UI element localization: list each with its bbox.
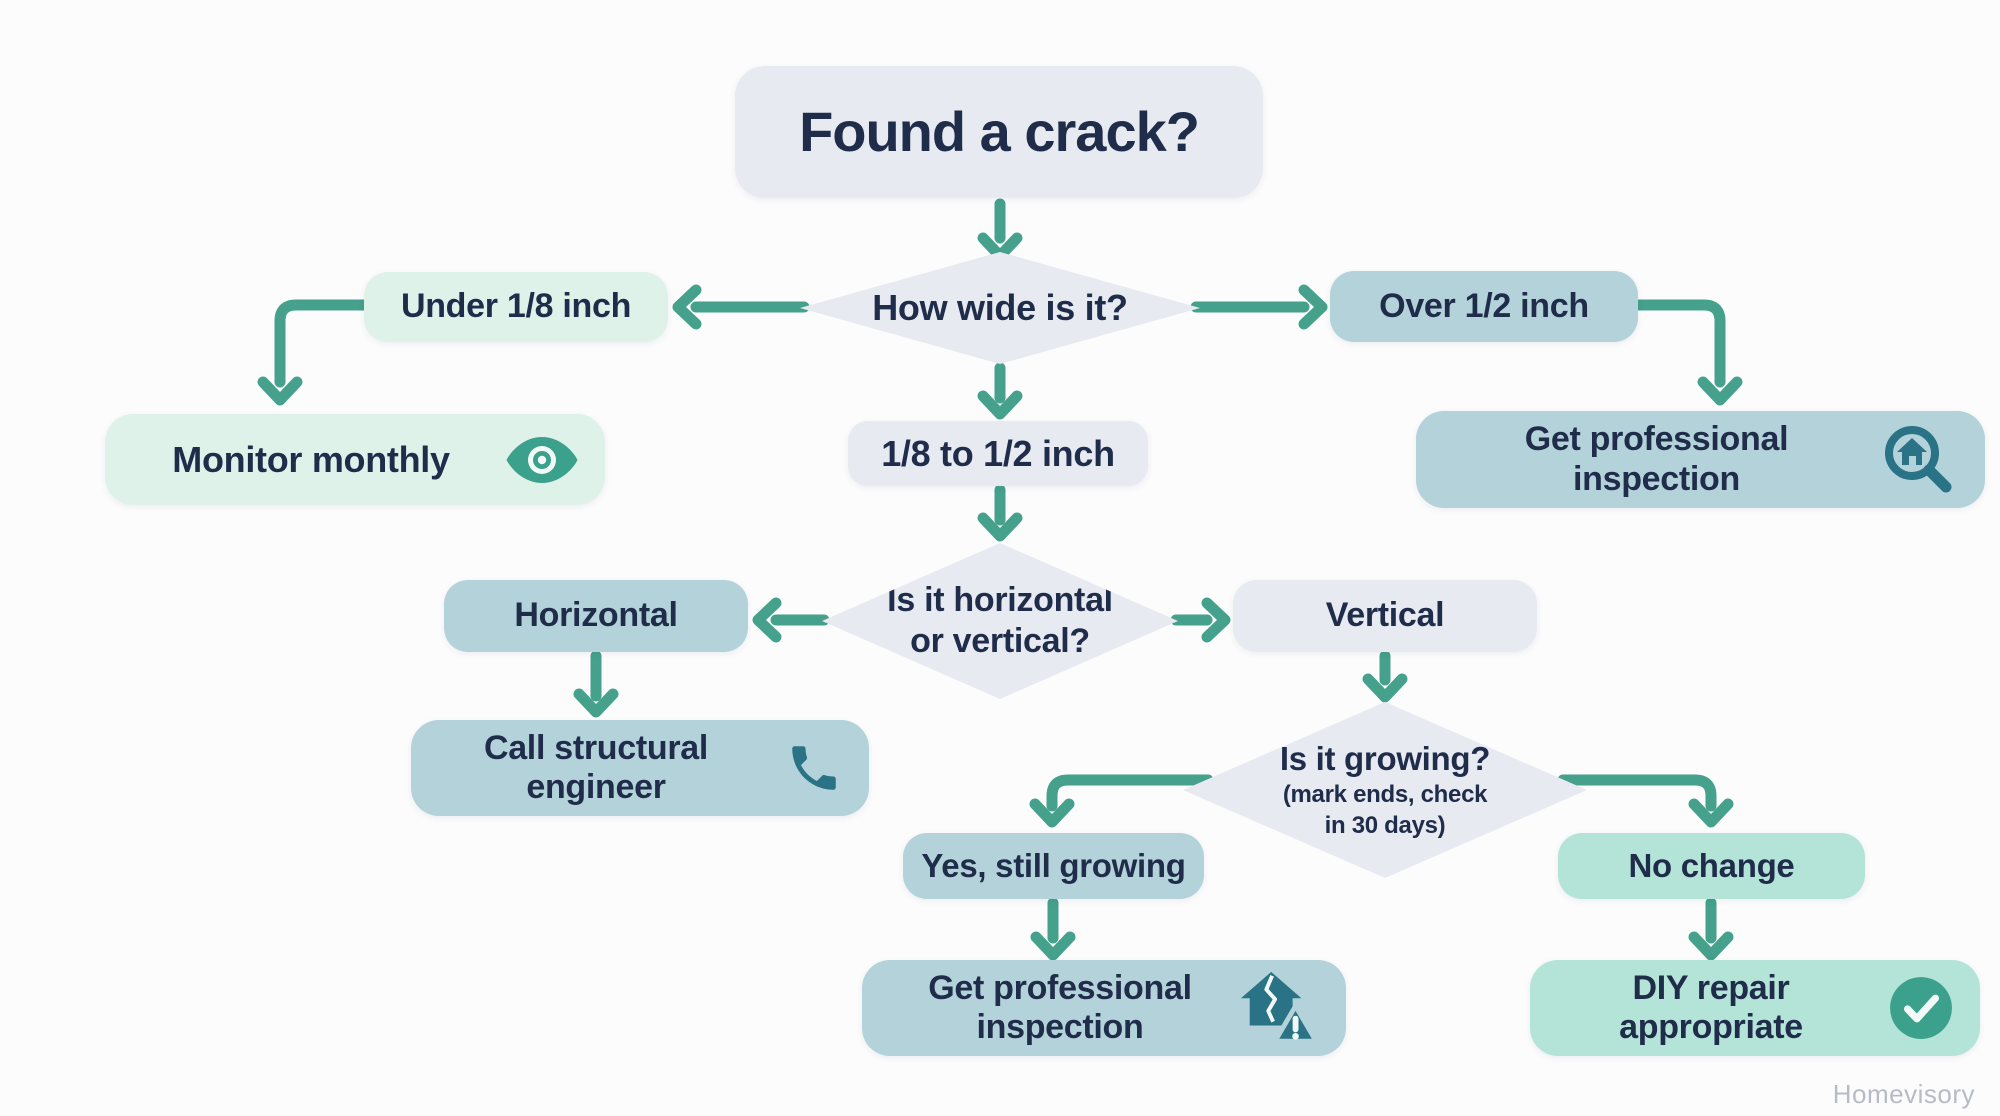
decision-growing: Is it growing? (mark ends, check in 30 d…	[1183, 702, 1587, 878]
action-diy-repair-line2: appropriate	[1619, 1008, 1803, 1046]
arrow-vertical-to-growing	[1362, 650, 1408, 703]
action-call-engineer-line2: engineer	[526, 768, 666, 806]
arrow-yes-to-inspect-bottom	[1030, 897, 1076, 961]
start-node: Found a crack?	[735, 66, 1263, 198]
branch-over-half-label: Over 1/2 inch	[1379, 286, 1589, 325]
arrow-width-to-under	[672, 284, 810, 330]
branch-no-change: No change	[1558, 833, 1865, 899]
arrow-growing-to-yes	[1029, 774, 1214, 828]
branch-horizontal: Horizontal	[444, 580, 748, 652]
branch-yes-growing-label: Yes, still growing	[921, 846, 1186, 884]
decision-width-label: How wide is it?	[872, 287, 1128, 329]
arrow-under-to-monitor	[257, 299, 372, 406]
watermark: Homevisory	[1832, 1079, 1975, 1109]
action-diy-repair: DIY repair appropriate	[1530, 960, 1980, 1056]
action-monitor-monthly: Monitor monthly	[105, 414, 605, 505]
arrow-orient-to-vertical	[1170, 597, 1231, 643]
check-circle-icon	[1890, 977, 1952, 1039]
action-inspection-top-line2: inspection	[1572, 459, 1740, 498]
branch-vertical: Vertical	[1233, 580, 1537, 652]
arrow-growing-to-nochange	[1557, 774, 1734, 828]
decision-orientation-line1: Is it horizontal	[887, 581, 1113, 620]
house-magnifier-icon	[1885, 425, 1952, 492]
start-label: Found a crack?	[799, 99, 1200, 163]
branch-mid-range: 1/8 to 1/2 inch	[848, 421, 1148, 486]
branch-no-change-label: No change	[1628, 846, 1795, 884]
decision-orientation-line2: or vertical?	[910, 622, 1090, 660]
decision-orientation: Is it horizontal or vertical?	[822, 543, 1178, 699]
decision-growing-line1: Is it growing?	[1279, 740, 1491, 778]
branch-mid-range-label: 1/8 to 1/2 inch	[881, 432, 1115, 474]
action-inspection-top-line1: Get professional	[1524, 420, 1789, 459]
action-inspection-bottom: Get professional inspection	[862, 960, 1346, 1056]
phone-icon	[792, 746, 836, 790]
branch-under-eighth-label: Under 1/8 inch	[400, 287, 632, 326]
arrow-mid-to-orient	[977, 484, 1023, 542]
branch-over-half: Over 1/2 inch	[1330, 271, 1638, 342]
action-call-engineer: Call structural engineer	[411, 720, 869, 816]
house-crack-warning-icon	[1240, 971, 1319, 1044]
branch-horizontal-label: Horizontal	[514, 596, 678, 635]
decision-width: How wide is it?	[800, 252, 1200, 364]
branch-yes-growing: Yes, still growing	[903, 833, 1204, 899]
branch-under-eighth: Under 1/8 inch	[364, 272, 668, 342]
branch-vertical-label: Vertical	[1325, 596, 1445, 635]
action-diy-repair-line1: DIY repair	[1632, 968, 1790, 1007]
action-monitor-monthly-label: Monitor monthly	[172, 438, 450, 480]
arrow-nochange-to-diy	[1688, 897, 1734, 961]
action-inspection-top: Get professional inspection	[1416, 411, 1985, 508]
decision-growing-line3: in 30 days)	[1324, 811, 1446, 839]
action-call-engineer-line1: Call structural	[483, 728, 709, 767]
decision-growing-line2: (mark ends, check	[1282, 781, 1488, 808]
arrow-width-to-over	[1190, 284, 1328, 330]
arrow-over-to-inspect-top	[1630, 299, 1743, 406]
action-inspection-bottom-line1: Get professional	[928, 968, 1192, 1007]
eye-icon	[506, 436, 578, 483]
arrow-width-to-mid	[977, 362, 1023, 420]
arrow-start-to-width	[977, 198, 1023, 262]
arrow-horizontal-to-engineer	[573, 650, 619, 718]
action-inspection-bottom-line2: inspection	[976, 1008, 1144, 1046]
arrow-orient-to-horizontal	[752, 597, 830, 643]
